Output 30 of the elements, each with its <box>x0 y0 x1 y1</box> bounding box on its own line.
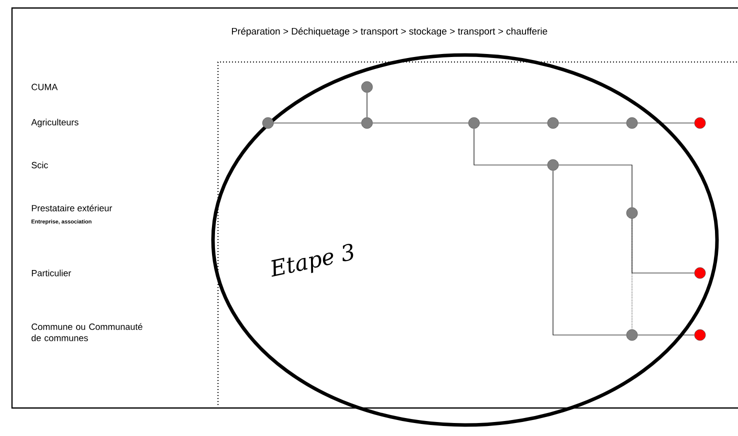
row-label: Scic <box>32 162 48 168</box>
row-label: Commune ou Communauté de communes <box>32 323 142 342</box>
connector <box>479 122 548 124</box>
connector <box>558 164 632 208</box>
dot <box>626 117 638 129</box>
dot <box>626 207 638 219</box>
row-label: Prestataire extérieur <box>32 204 112 212</box>
row-label: Préparation > Déchiquetage > transport > stockage > transport > chaufferie <box>232 28 548 36</box>
connector <box>366 92 368 118</box>
connector <box>558 122 627 124</box>
connector <box>474 128 548 166</box>
connector <box>632 218 695 274</box>
row-label: Particulier <box>32 270 72 276</box>
row-label: Agriculteurs <box>31 118 78 128</box>
dot <box>468 117 480 129</box>
dot <box>694 117 706 129</box>
dot <box>547 159 559 171</box>
row-label: CUMA <box>32 84 58 90</box>
dot <box>694 329 706 341</box>
dot <box>361 117 373 129</box>
dot <box>262 117 274 129</box>
connector <box>637 122 695 124</box>
connector <box>273 122 362 124</box>
connector <box>552 170 627 336</box>
dot <box>547 117 559 129</box>
dot <box>361 81 373 93</box>
dot <box>626 329 638 341</box>
dot <box>694 267 706 279</box>
stage-label: Etape 3 <box>272 244 354 277</box>
connector <box>372 122 469 124</box>
